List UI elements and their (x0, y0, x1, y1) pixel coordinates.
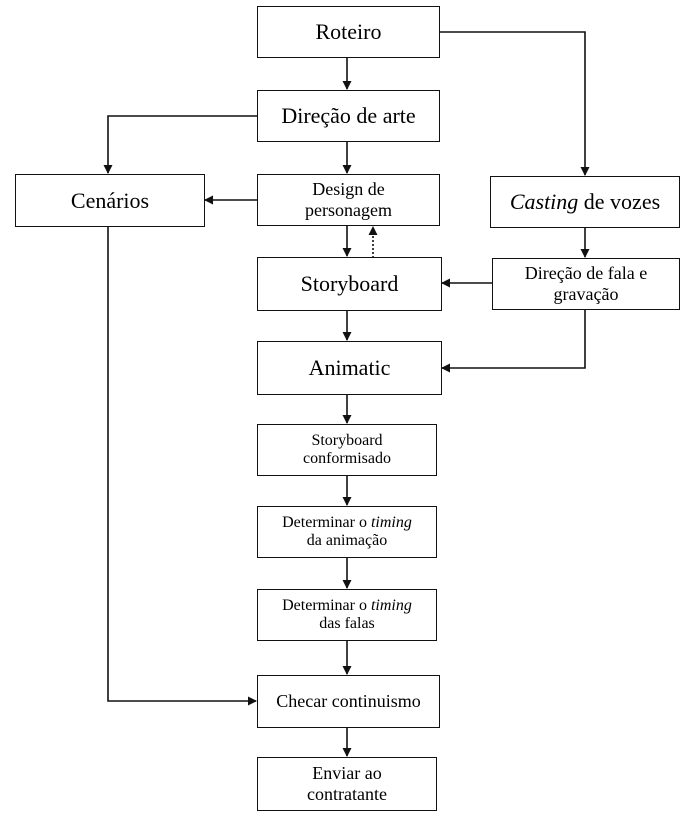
node-checar-continuismo: Checar continuismo (257, 675, 440, 728)
node-checar-label: Checar continuismo (276, 691, 421, 712)
node-casting-rest: de vozes (578, 189, 661, 215)
node-casting-vozes: Casting de vozes (490, 176, 680, 228)
node-timing-animacao-line-2: da animação (306, 532, 388, 549)
node-timing-animacao-pre: Determinar o (282, 513, 371, 531)
node-roteiro: Roteiro (257, 6, 440, 58)
node-casting-label: Casting de vozes (510, 189, 660, 214)
node-direcao-fala-line-1: Direção de fala e (524, 263, 648, 284)
node-enviar-line-2: contratante (307, 784, 387, 804)
node-direcao-fala: Direção de fala e gravação (492, 258, 680, 310)
arrow-direcao-fala-to-animatic (441, 309, 586, 373)
node-cenarios: Cenários (15, 174, 205, 227)
node-storyboard: Storyboard (257, 257, 442, 311)
node-timing-animacao-line-1: Determinar o timing (282, 514, 412, 532)
node-enviar-line-1: Enviar ao (312, 763, 382, 784)
node-direcao-arte: Direção de arte (257, 90, 440, 142)
node-animatic-label: Animatic (308, 355, 391, 381)
node-timing-animacao: Determinar o timing da animação (257, 506, 437, 558)
arrow-roteiro-to-casting (440, 31, 590, 176)
node-timing-falas-italic: timing (370, 596, 412, 614)
node-storyboard-label: Storyboard (300, 271, 399, 297)
node-conformisado-line-1: Storyboard (311, 431, 383, 449)
node-storyboard-conformisado: Storyboard conformisado (257, 424, 437, 476)
node-conformisado-line-2: conformisado (303, 450, 391, 467)
node-roteiro-label: Roteiro (315, 19, 382, 45)
node-animatic: Animatic (257, 341, 442, 395)
node-timing-falas-pre: Determinar o (282, 596, 371, 614)
node-design-personagem: Design de personagem (257, 174, 440, 226)
arrow-cenarios-to-checar (107, 226, 257, 706)
node-design-line-2: personagem (305, 200, 392, 220)
node-design-line-1: Design de (312, 179, 385, 200)
node-direcao-fala-line-2: gravação (553, 284, 619, 304)
node-direcao-arte-label: Direção de arte (281, 103, 416, 129)
node-cenarios-label: Cenários (70, 187, 150, 213)
node-timing-falas: Determinar o timing das falas (257, 589, 437, 641)
node-timing-falas-line-2: das falas (319, 615, 375, 632)
node-enviar-contratante: Enviar ao contratante (257, 757, 437, 811)
arrow-direcao-arte-to-cenarios (103, 115, 258, 174)
node-casting-italic: Casting (509, 189, 579, 215)
node-timing-falas-line-1: Determinar o timing (282, 597, 412, 615)
node-timing-animacao-italic: timing (370, 513, 412, 531)
